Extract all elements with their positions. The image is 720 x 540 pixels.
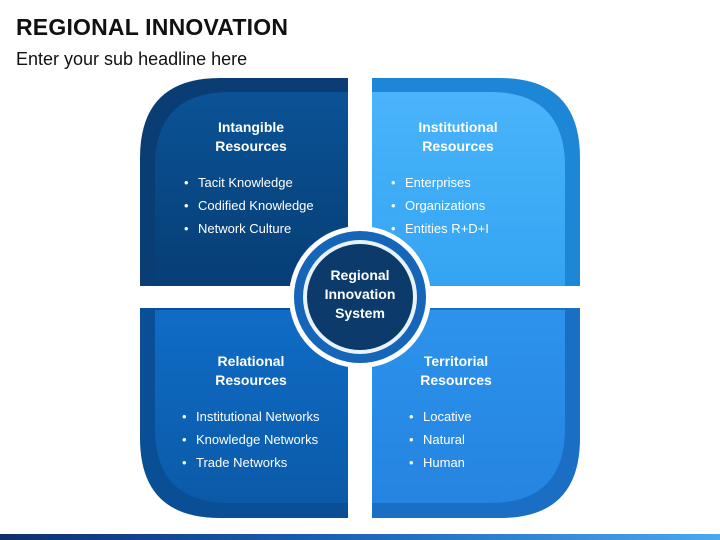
bullet-icon: • [184, 221, 189, 236]
bullet-icon: • [391, 175, 396, 190]
bullet-icon: • [182, 409, 187, 424]
list-item: •Tacit Knowledge [184, 171, 326, 194]
list-item: •Institutional Networks [182, 405, 326, 428]
quadrant-bottom-right [372, 310, 565, 503]
quadrant-top-right [372, 92, 565, 286]
quadrant-territorial: Territorial Resources •Locative •Natural… [381, 352, 531, 474]
bullet-icon: • [391, 221, 396, 236]
quadrant-list: •Locative •Natural •Human [381, 405, 531, 474]
list-item: •Organizations [391, 194, 533, 217]
list-item: •Natural [409, 428, 531, 451]
quadrant-list: •Institutional Networks •Knowledge Netwo… [176, 405, 326, 474]
center-hub [307, 244, 413, 350]
bullet-icon: • [409, 455, 414, 470]
quadrant-institutional: Institutional Resources •Enterprises •Or… [383, 118, 533, 240]
quadrant-title: Intangible Resources [215, 119, 287, 154]
list-item: •Enterprises [391, 171, 533, 194]
list-item: •Human [409, 451, 531, 474]
list-item: •Knowledge Networks [182, 428, 326, 451]
list-item: •Locative [409, 405, 531, 428]
page-subtitle: Enter your sub headline here [16, 49, 248, 69]
list-item: •Trade Networks [182, 451, 326, 474]
bullet-icon: • [409, 409, 414, 424]
bullet-icon: • [182, 455, 187, 470]
bullet-icon: • [184, 175, 189, 190]
bullet-icon: • [182, 432, 187, 447]
quadrant-title: Territorial Resources [420, 353, 492, 388]
bullet-icon: • [184, 198, 189, 213]
page-title: REGIONAL INNOVATION [16, 14, 289, 40]
quadrant-list: •Enterprises •Organizations •Entities R+… [383, 171, 533, 240]
quadrant-relational: Relational Resources •Institutional Netw… [176, 352, 326, 474]
center-label: Regional Innovation System [324, 267, 396, 321]
list-item: •Entities R+D+I [391, 217, 533, 240]
list-item: •Network Culture [184, 217, 326, 240]
footer-accent-bar [0, 534, 720, 540]
list-item: •Codified Knowledge [184, 194, 326, 217]
quadrant-intangible: Intangible Resources •Tacit Knowledge •C… [176, 118, 326, 240]
bullet-icon: • [391, 198, 396, 213]
quadrant-top-left [155, 92, 348, 286]
quadrant-list: •Tacit Knowledge •Codified Knowledge •Ne… [176, 171, 326, 240]
quadrant-bottom-left [155, 310, 348, 503]
quadrant-title: Institutional Resources [418, 119, 498, 154]
quadrant-title: Relational Resources [215, 353, 287, 388]
bullet-icon: • [409, 432, 414, 447]
